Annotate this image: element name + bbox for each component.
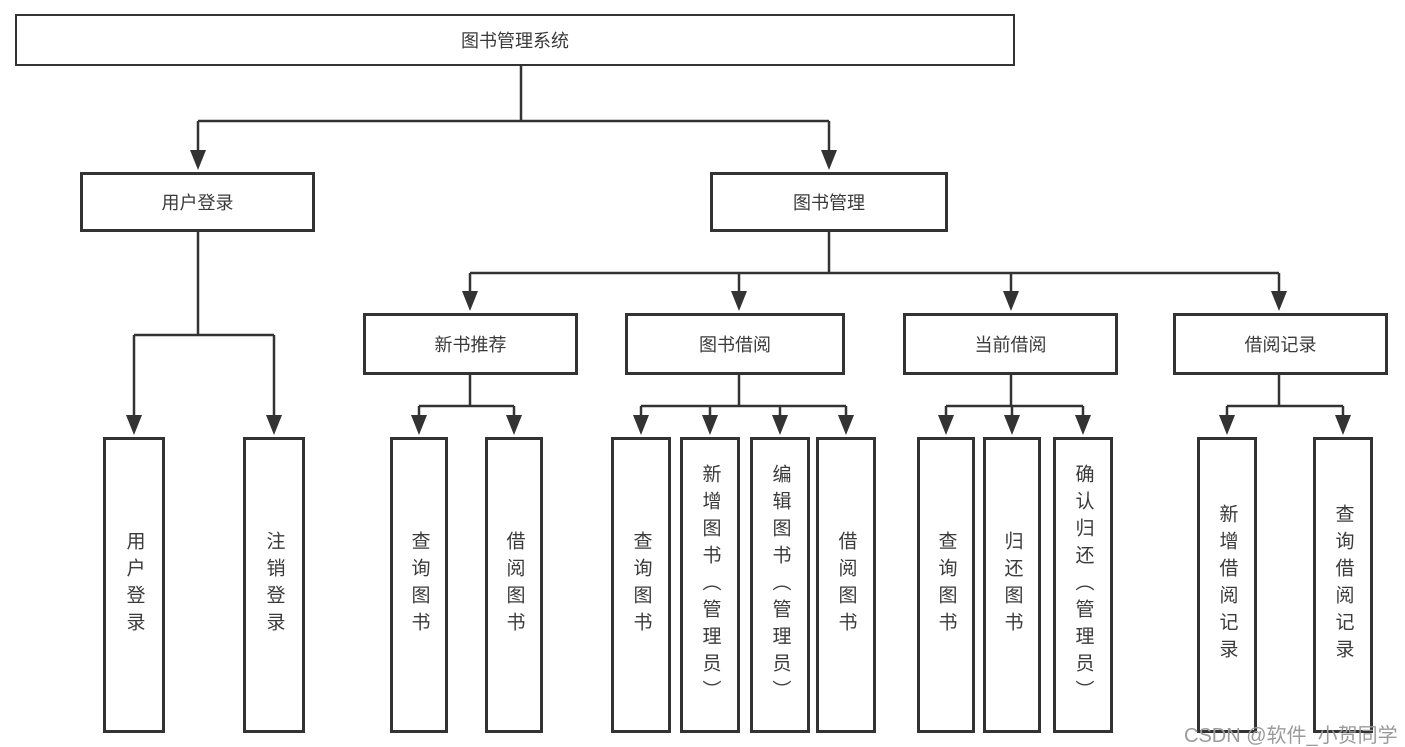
node-book-management-label: 图书管理 (793, 193, 865, 213)
node-book-borrow-label: 图书借阅 (699, 335, 771, 355)
leaf-add-borrow-record-label: 新增借阅记录 (1216, 504, 1238, 666)
leaf-borrow-books-label: 借阅图书 (835, 531, 857, 639)
leaf-user-login-label: 用户登录 (123, 531, 145, 639)
node-root-system: 图书管理系统 (15, 14, 1015, 66)
leaf-query-borrow-record: 查询借阅记录 (1313, 437, 1373, 733)
leaf-query-books-borrow-label: 查询图书 (630, 531, 652, 639)
leaf-query-books-recommend: 查询图书 (390, 437, 448, 733)
leaf-borrow-books-recommend-label: 借阅图书 (503, 531, 525, 639)
leaf-confirm-return-admin: 确认归还（管理员） (1053, 437, 1113, 733)
node-book-borrow: 图书借阅 (625, 313, 845, 375)
leaf-add-books-admin: 新增图书（管理员） (680, 437, 740, 733)
leaf-query-books-recommend-label: 查询图书 (408, 531, 430, 639)
leaf-logout: 注销登录 (243, 437, 305, 733)
node-borrow-record: 借阅记录 (1173, 313, 1388, 375)
leaf-add-books-admin-label: 新增图书（管理员） (699, 463, 721, 707)
node-new-book-recommend-label: 新书推荐 (434, 335, 507, 355)
node-book-management: 图书管理 (710, 172, 948, 232)
leaf-logout-label: 注销登录 (263, 531, 285, 639)
leaf-return-books-label: 归还图书 (1001, 531, 1023, 639)
node-borrow-record-label: 借阅记录 (1244, 335, 1317, 355)
leaf-query-borrow-record-label: 查询借阅记录 (1332, 504, 1354, 666)
node-current-borrow-label: 当前借阅 (974, 335, 1047, 355)
leaf-borrow-books: 借阅图书 (816, 437, 876, 733)
leaf-add-borrow-record: 新增借阅记录 (1197, 437, 1257, 733)
node-new-book-recommend: 新书推荐 (363, 313, 578, 375)
node-user-login: 用户登录 (80, 172, 315, 232)
leaf-query-books-current: 查询图书 (917, 437, 975, 733)
leaf-return-books: 归还图书 (983, 437, 1041, 733)
leaf-edit-books-admin: 编辑图书（管理员） (750, 437, 810, 733)
leaf-borrow-books-recommend: 借阅图书 (485, 437, 543, 733)
node-user-login-label: 用户登录 (161, 193, 234, 213)
leaf-query-books-current-label: 查询图书 (935, 531, 957, 639)
node-root-label: 图书管理系统 (461, 31, 569, 51)
leaf-user-login: 用户登录 (103, 437, 165, 733)
leaf-confirm-return-admin-label: 确认归还（管理员） (1072, 463, 1094, 707)
node-current-borrow: 当前借阅 (903, 313, 1118, 375)
leaf-edit-books-admin-label: 编辑图书（管理员） (769, 463, 791, 707)
csdn-watermark: CSDN @软件_小贺同学 (1184, 725, 1398, 747)
leaf-query-books-borrow: 查询图书 (611, 437, 671, 733)
